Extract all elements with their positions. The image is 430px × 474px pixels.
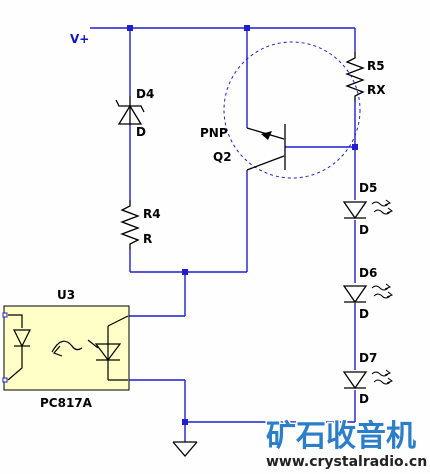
- u3-body: [3, 305, 130, 391]
- led-d5[interactable]: [342, 199, 394, 220]
- d5-ref-label: D5: [359, 181, 377, 195]
- resistor-r4[interactable]: [120, 200, 140, 250]
- wires: [90, 27, 356, 442]
- d6-value-label: D: [359, 307, 369, 321]
- r4-value-label: R: [143, 232, 152, 246]
- u3-internal-led: [13, 329, 31, 348]
- resistor-r5[interactable]: [345, 52, 365, 102]
- q2-emitter-arrow: [261, 131, 272, 140]
- r5-value-label: RX: [367, 83, 386, 97]
- q2-collector-lead: [246, 155, 285, 171]
- led-d7-emission-icon: [371, 369, 394, 385]
- pnp-transistor-q2[interactable]: [223, 41, 361, 179]
- junction-base-node: [182, 269, 188, 275]
- junction-ground: [182, 419, 188, 425]
- u3-light-path: [51, 340, 83, 353]
- optocoupler-u3[interactable]: [2, 305, 130, 391]
- d4-ref-label: D4: [136, 87, 154, 101]
- d5-value-label: D: [359, 223, 369, 237]
- u3-part-label: PC817A: [40, 396, 93, 410]
- watermark: 矿石收音机 www.crystalradio.cn: [265, 418, 429, 472]
- u3-pin-anode: [2, 312, 8, 318]
- zener-diode-d4[interactable]: [115, 96, 145, 125]
- led-d6[interactable]: [342, 283, 394, 304]
- d6-ref-label: D6: [359, 266, 377, 280]
- q2-type-label: PNP: [200, 126, 228, 140]
- vplus-label: V+: [70, 32, 89, 46]
- d7-ref-label: D7: [359, 351, 377, 365]
- q2-envelope-circle: [223, 41, 361, 179]
- junctions: [127, 25, 358, 425]
- q2-ref-label: Q2: [213, 150, 232, 164]
- led-d7[interactable]: [342, 369, 394, 390]
- d7-value-label: D: [359, 392, 369, 406]
- led-d5-emission-icon: [371, 199, 394, 215]
- r5-ref-label: R5: [367, 59, 385, 73]
- junction-r5-node: [352, 144, 358, 150]
- ground-icon: [172, 441, 198, 457]
- led-d6-emission-icon: [371, 283, 394, 299]
- u3-arrow-icon: [52, 345, 63, 357]
- r4-ref-label: R4: [143, 207, 161, 221]
- u3-pin-cathode: [2, 377, 8, 383]
- u3-phototransistor: [94, 343, 122, 361]
- watermark-title: 矿石收音机: [266, 419, 416, 454]
- junction-q2-rail: [244, 25, 250, 31]
- d4-value-label: D: [136, 125, 146, 139]
- u3-ref-label: U3: [57, 288, 75, 302]
- watermark-url: www.crystalradio.cn: [266, 454, 427, 470]
- junction-d4-rail: [127, 25, 133, 31]
